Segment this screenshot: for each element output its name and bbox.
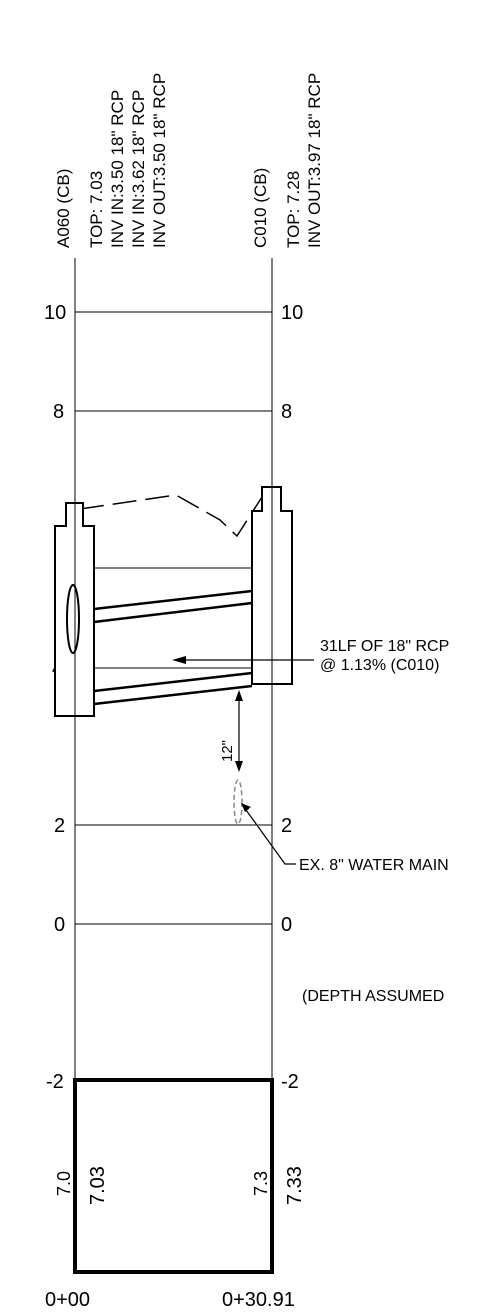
band-right-value-1: 7.3 — [251, 1171, 271, 1196]
pipe-upper-crown — [93, 589, 253, 611]
structure-info-a060-line-2: INV IN:3.50 18" RCP — [108, 90, 127, 248]
pipe-opening-ellipse — [66, 584, 80, 654]
pipe-note-line-1: 31LF OF 18" RCP — [320, 638, 449, 655]
water-main-leader — [245, 809, 296, 865]
pipe-note-line-2: @ 1.13% (C010) — [320, 657, 439, 674]
elev-label-right-neg2: -2 — [281, 1071, 299, 1093]
structure-info-c010-line-2: INV OUT:3.97 18" RCP — [305, 73, 324, 248]
ground-line-dashed — [79, 494, 263, 538]
structure-info-a060-line-3: INV IN:3.62 18" RCP — [129, 90, 148, 248]
elev-label-left-10: 10 — [44, 302, 66, 324]
clearance-arrow-top — [235, 690, 243, 701]
elev-label-left-0: 0 — [54, 914, 65, 936]
depth-note: (DEPTH ASSUMED — [302, 988, 444, 1005]
band-left-value-1: 7.0 — [54, 1171, 74, 1196]
water-main-ellipse — [233, 779, 243, 825]
elev-label-right-0: 0 — [281, 914, 292, 936]
structure-name-a060: A060 (CB) — [54, 169, 73, 248]
elev-label-right-2: 2 — [281, 815, 292, 837]
elev-label-right-8: 8 — [281, 401, 292, 423]
clearance-arrow-bottom — [235, 761, 243, 772]
structure-info-a060-line-1: TOP: 7.03 — [87, 171, 106, 248]
structure-info-c010-line-1: TOP: 7.28 — [284, 171, 303, 248]
elev-label-left-8: 8 — [53, 401, 64, 423]
structure-name-c010: C010 (CB) — [251, 168, 270, 248]
water-main-arrowhead — [241, 803, 251, 812]
station-label-start: 0+00 — [45, 1289, 90, 1311]
pipe-lower-invert — [93, 684, 253, 706]
pipe-lower-crown — [93, 671, 253, 693]
bottom-band-box — [73, 1078, 274, 1274]
elev-label-right-10: 10 — [281, 302, 303, 324]
elev-label-left-2: 2 — [54, 815, 65, 837]
pipe-note-arrowhead — [172, 656, 186, 664]
clearance-label: 12" — [219, 740, 236, 762]
water-main-note: EX. 8" WATER MAIN — [299, 857, 449, 874]
elev-label-left-neg2: -2 — [46, 1071, 64, 1093]
band-left-value-2: 7.03 — [87, 1166, 109, 1205]
structure-info-a060-line-4: INV OUT:3.50 18" RCP — [150, 73, 169, 248]
station-label-end: 0+30.91 — [222, 1289, 295, 1311]
band-right-value-2: 7.33 — [284, 1166, 306, 1205]
pipe-upper-invert — [93, 601, 253, 624]
